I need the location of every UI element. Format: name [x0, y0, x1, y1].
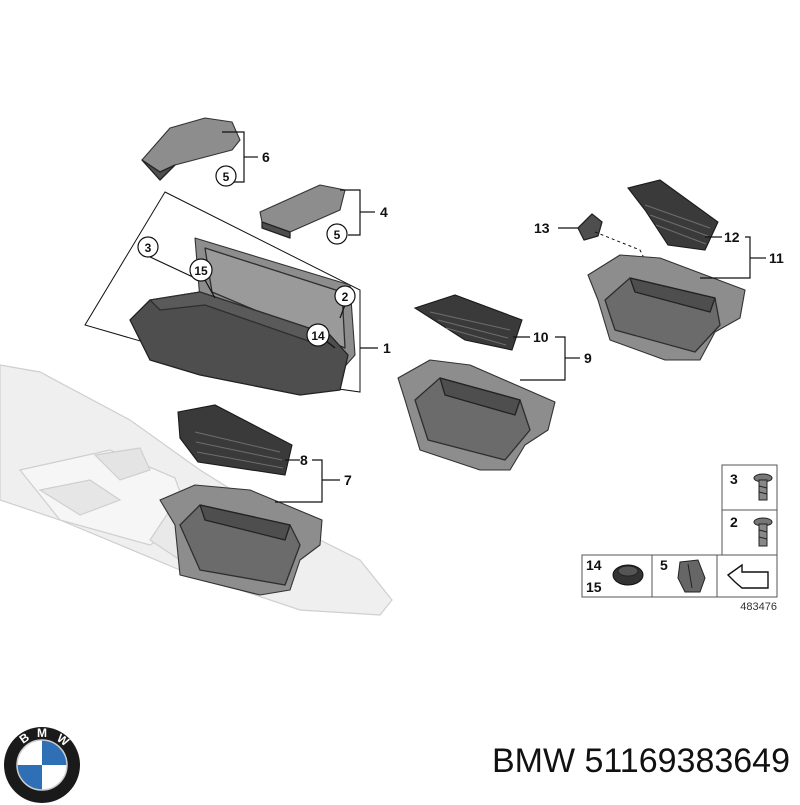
legend-3: 3	[730, 471, 738, 487]
callout-14: 14	[311, 329, 325, 343]
callout-15: 15	[194, 264, 208, 278]
callout-11: 11	[769, 250, 784, 266]
legend-15: 15	[586, 579, 602, 595]
legend-2: 2	[730, 514, 738, 530]
diagram-number: 483476	[740, 601, 777, 613]
callout-6: 6	[262, 149, 270, 165]
part-number: 51169383649	[584, 742, 790, 780]
shape-arrow-icon	[726, 563, 769, 589]
clip-icon	[677, 559, 706, 593]
screw-3-icon	[753, 473, 773, 501]
leader-lines	[147, 131, 766, 503]
part-8-mat	[177, 404, 293, 476]
part-12-mat	[627, 179, 719, 251]
legend-5: 5	[660, 557, 668, 573]
bmw-logo: B M W	[4, 726, 80, 803]
callout-circle-5b	[326, 223, 348, 245]
part-7-tray	[159, 484, 323, 596]
callout-circle-2	[334, 285, 356, 307]
callout-12: 12	[724, 229, 740, 245]
callout-1: 1	[383, 340, 391, 356]
callout-9: 9	[584, 350, 592, 366]
callout-10: 10	[533, 329, 549, 345]
callout-circle-3	[137, 236, 159, 258]
callout-2: 2	[342, 290, 349, 304]
callout-5b: 5	[334, 228, 341, 242]
brand-name: BMW	[491, 742, 576, 780]
fastener-legend: 3 2 14 15 5	[581, 464, 778, 613]
callout-5a: 5	[223, 170, 230, 184]
part-10-mat	[413, 294, 523, 351]
svg-text:M: M	[37, 726, 47, 740]
callout-3: 3	[145, 241, 152, 255]
part-11-compartment	[587, 254, 746, 361]
part-1-armrest	[129, 237, 356, 396]
callout-circle-15	[189, 258, 213, 282]
part-caption: BMW 51169383649	[400, 742, 790, 781]
screw-2-icon	[753, 517, 773, 547]
callout-4: 4	[380, 204, 388, 220]
grommet-icon	[612, 564, 644, 586]
part-4-insert	[259, 184, 346, 239]
callout-8: 8	[300, 452, 308, 468]
callout-7: 7	[344, 472, 352, 488]
callout-circle-14	[306, 323, 330, 347]
callout-13: 13	[534, 220, 550, 236]
part-13-clip	[577, 213, 603, 241]
callout-circle-5a	[215, 165, 237, 187]
legend-14: 14	[586, 557, 602, 573]
part-6-cover	[141, 117, 241, 181]
part-9-compartment	[397, 359, 556, 471]
